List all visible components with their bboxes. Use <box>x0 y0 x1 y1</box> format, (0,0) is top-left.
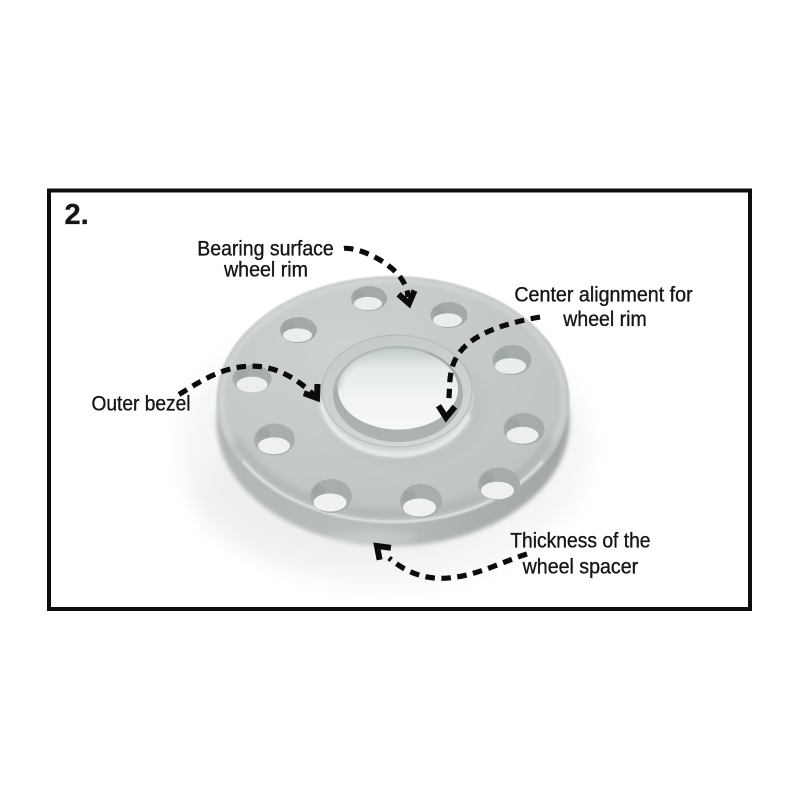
svg-text:Center alignment for: Center alignment for <box>514 284 692 307</box>
svg-text:2.: 2. <box>65 199 89 231</box>
svg-text:wheel spacer: wheel spacer <box>522 556 638 579</box>
svg-text:Bearing surface: Bearing surface <box>197 238 334 261</box>
svg-text:wheel rim: wheel rim <box>223 258 308 281</box>
svg-text:Thickness of the: Thickness of the <box>510 530 650 553</box>
svg-text:wheel rim: wheel rim <box>562 308 646 331</box>
svg-text:Outer bezel: Outer bezel <box>92 393 191 416</box>
